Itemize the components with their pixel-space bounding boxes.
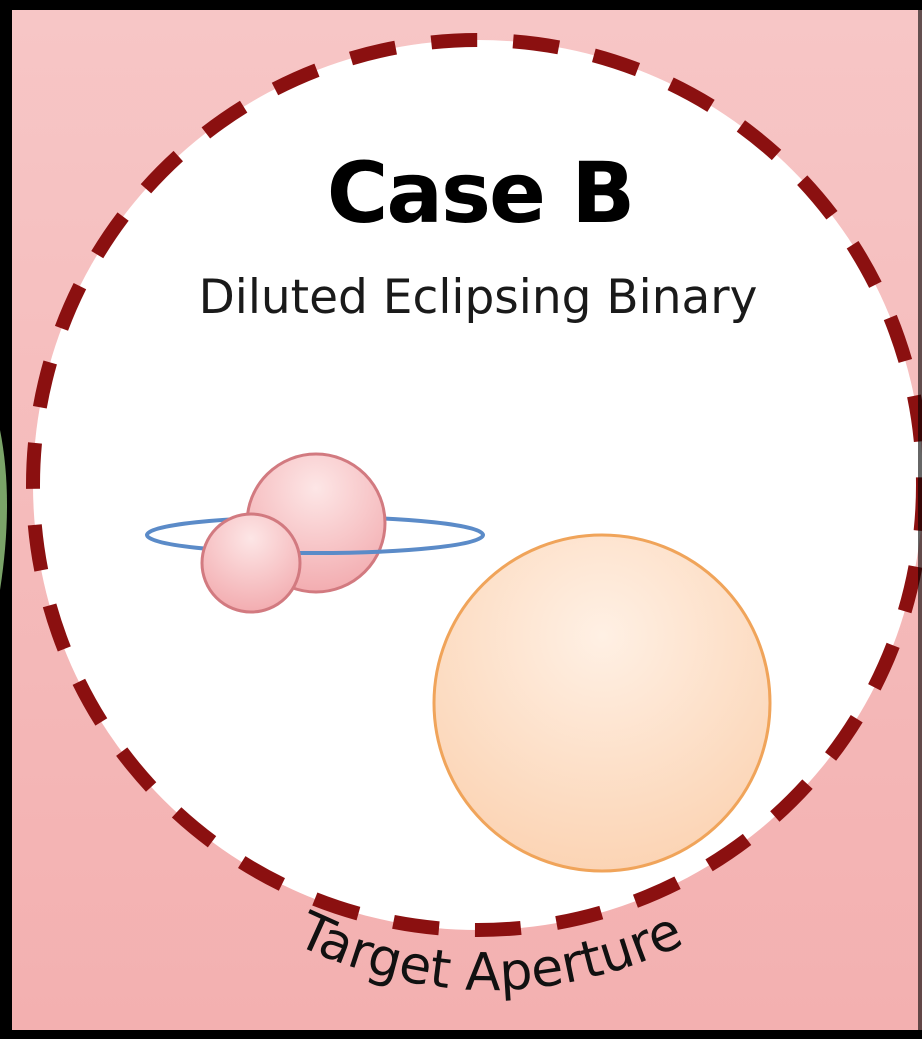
frame-right [918, 0, 922, 1039]
frame-top [0, 0, 922, 10]
left-edge-accent [0, 430, 7, 590]
target-star [434, 535, 770, 871]
binary-secondary-star [202, 514, 300, 612]
diagram-title: Case B [327, 144, 634, 242]
diagram-subtitle: Diluted Eclipsing Binary [199, 270, 758, 325]
